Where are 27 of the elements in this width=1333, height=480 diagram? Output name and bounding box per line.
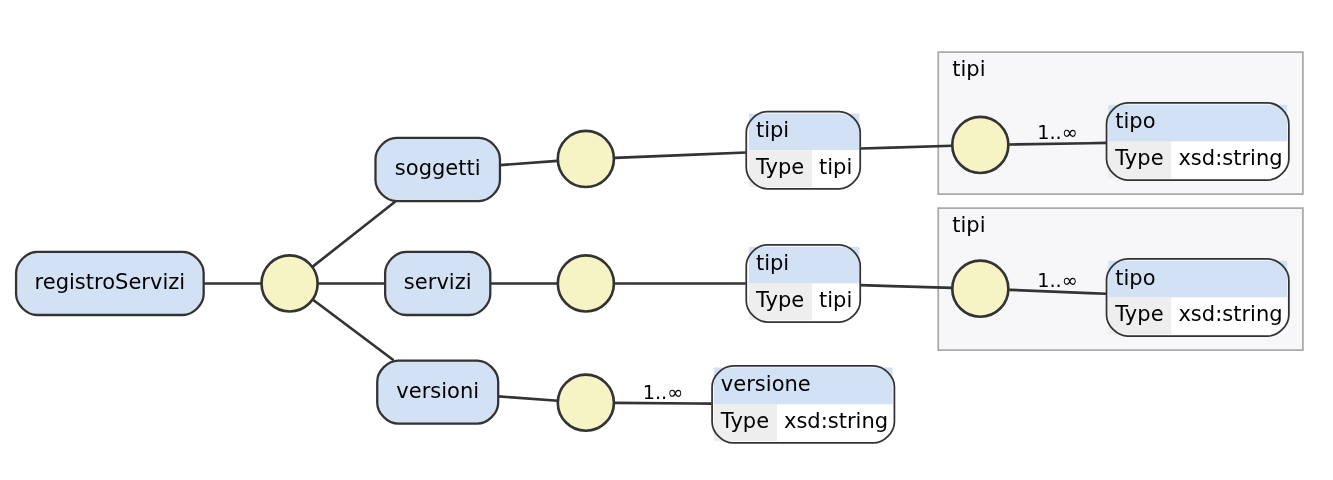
connector <box>860 283 953 289</box>
connector <box>614 401 712 405</box>
node-circle <box>950 258 1010 318</box>
edge-label: 1..∞ <box>642 380 684 404</box>
connector <box>498 394 558 402</box>
connector <box>311 199 397 268</box>
connector <box>1009 288 1107 295</box>
connector <box>203 281 262 285</box>
connector <box>614 150 746 159</box>
edge-label: 1..∞ <box>1037 268 1078 292</box>
connector <box>860 143 953 150</box>
node-circle <box>556 129 616 188</box>
node-box: soggetti <box>374 136 502 202</box>
node-circle <box>950 115 1010 174</box>
node-box: versioni <box>376 358 500 425</box>
connector <box>614 281 746 285</box>
node-circle <box>556 253 616 313</box>
connector <box>311 297 395 361</box>
connector <box>490 281 558 285</box>
node-box: registroServizi <box>14 250 205 316</box>
connector <box>317 281 385 285</box>
node-circle <box>556 372 616 432</box>
connector <box>1009 141 1107 146</box>
node-circle <box>260 253 319 313</box>
connector <box>499 159 558 166</box>
edge-label: 1..∞ <box>1037 120 1078 144</box>
node-box: servizi <box>384 250 492 316</box>
